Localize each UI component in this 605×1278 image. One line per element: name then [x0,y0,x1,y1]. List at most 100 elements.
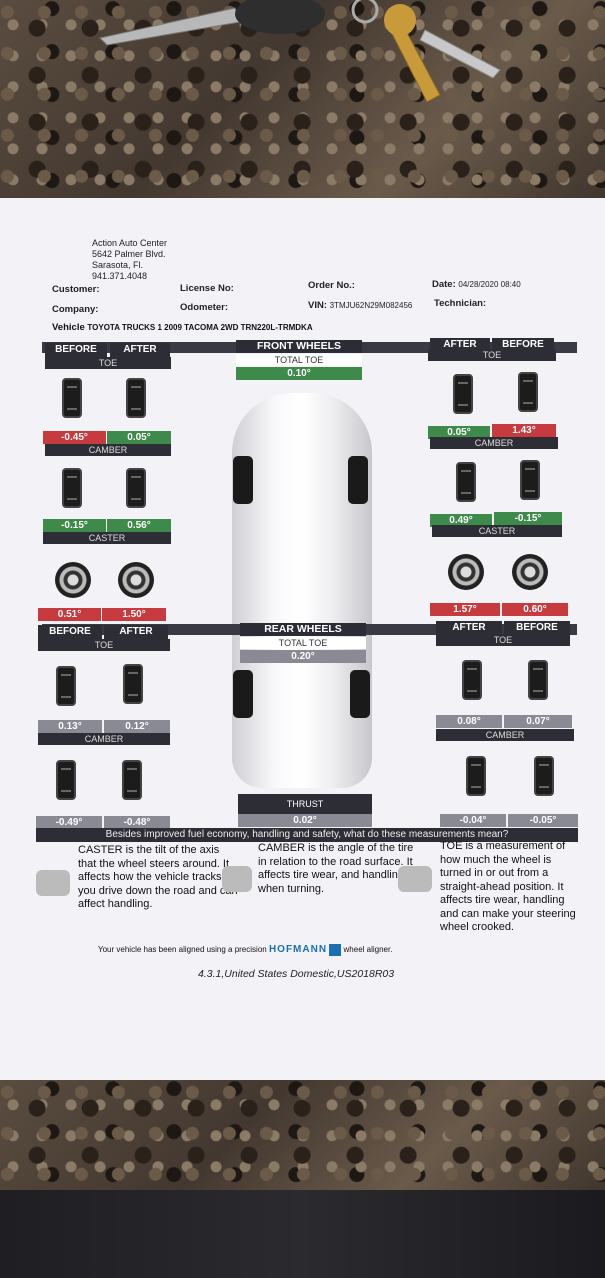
rear-right-camber-before: -0.05° [508,814,578,827]
front-left-camber-before: -0.15° [43,519,106,532]
tire-icon [520,460,540,500]
tire-icon [534,756,554,796]
tire-icon [453,374,473,414]
front-right-camber-after: 0.49° [430,514,492,527]
aligner-line: Your vehicle has been aligned using a pr… [98,944,392,956]
tire-icon [56,666,76,706]
rear-left-before-label: BEFORE [38,625,102,639]
thrust-label: THRUST [238,794,372,814]
hofmann-logo-icon [329,944,342,956]
front-right-camber-label: CAMBER [430,437,558,449]
tire-icon [122,760,142,800]
countertop-top [0,0,605,210]
aligner-suffix: wheel aligner. [343,945,393,955]
rear-right-toe-label: TOE [436,634,570,646]
rear-left-camber-after: -0.48° [104,816,170,829]
date-field: Date: 04/28/2020 08:40 [432,279,521,290]
caster-explanation: CASTER is the tilt of the axis that the … [78,844,238,910]
wheel-icon [448,554,484,590]
shop-city: Sarasota, Fl. [92,260,144,270]
toe-car-icon [398,866,432,892]
wheel-icon [55,562,91,598]
front-left-caster-label: CASTER [43,532,171,544]
rear-left-camber-before: -0.49° [36,816,102,829]
tire-icon [518,372,538,412]
question-bar: Besides improved fuel economy, handling … [36,828,578,842]
alignment-report: Action Auto Center 5642 Palmer Blvd. Sar… [0,198,605,1088]
countertop-bottom [0,1080,605,1200]
rear-right-camber-after: -0.04° [440,814,506,827]
date-label: Date: [432,279,456,290]
front-left-toe-before: -0.45° [43,431,106,444]
rear-total-toe-label: TOTAL TOE [240,637,366,649]
rear-wheels-title: REAR WHEELS [240,623,366,636]
company-label: Company: [52,304,99,315]
front-left-toe-label: TOE [45,357,171,369]
tire-icon [126,378,146,418]
front-left-camber-label: CAMBER [45,444,171,456]
front-right-toe-before: 1.43° [492,424,556,437]
customer-label: Customer: [52,284,100,295]
front-right-caster-before: 0.60° [502,603,568,616]
shop-address: 5642 Palmer Blvd. [92,249,166,259]
front-right-toe-label: TOE [428,349,556,361]
wheel-icon [118,562,154,598]
shop-phone: 941.371.4048 [92,271,148,281]
rear-right-before-label: BEFORE [504,621,570,635]
tire-icon [62,468,82,508]
keys-icon [99,0,501,103]
car-wheel-icon [233,456,253,504]
vehicle-value: TOYOTA TRUCKS 1 2009 TACOMA 2WD TRN220L-… [87,323,313,332]
shop-info: Action Auto Center 5642 Palmer Blvd. Sar… [92,238,167,282]
rear-left-toe-after: 0.12° [104,720,170,733]
vin-value: 3TMJU62N29M082456 [329,301,413,310]
rear-right-after-label: AFTER [436,621,502,635]
vin-label: VIN: [308,300,327,311]
tire-icon [123,664,143,704]
front-right-toe-after: 0.05° [428,426,490,439]
front-left-toe-after: 0.05° [107,431,171,444]
car-wheel-icon [350,670,370,718]
front-left-before-label: BEFORE [45,343,107,357]
rear-left-toe-before: 0.13° [38,720,102,733]
tire-icon [462,660,482,700]
rear-right-camber-label: CAMBER [436,729,574,741]
tire-icon [62,378,82,418]
caster-car-icon [36,870,70,896]
floor [0,1190,605,1278]
front-wheels-title: FRONT WHEELS [236,340,362,353]
camber-car-icon [222,866,252,892]
date-value: 04/28/2020 08:40 [458,280,521,289]
tire-icon [56,760,76,800]
aligner-prefix: Your vehicle has been aligned using a pr… [98,945,267,955]
toe-explanation: TOE is a measurement of how much the whe… [440,840,576,933]
rear-right-toe-before: 0.07° [504,715,572,728]
tire-icon [528,660,548,700]
wheel-icon [512,554,548,590]
front-right-camber-before: -0.15° [494,512,562,525]
vehicle-line: Vehicle TOYOTA TRUCKS 1 2009 TACOMA 2WD … [52,322,313,333]
tire-icon [466,756,486,796]
rear-left-camber-label: CAMBER [38,733,170,745]
front-right-after-label: AFTER [430,338,490,352]
thrust-value: 0.02° [238,814,372,827]
rear-left-after-label: AFTER [104,625,168,639]
odometer-label: Odometer: [180,302,229,313]
license-label: License No: [180,283,234,294]
shop-name: Action Auto Center [92,238,168,248]
front-left-camber-after: 0.56° [107,519,171,532]
car-wheel-icon [233,670,253,718]
order-label: Order No.: [308,280,355,291]
rear-total-toe-value: 0.20° [240,650,366,663]
rear-right-toe-after: 0.08° [436,715,502,728]
version-text: 4.3.1,United States Domestic,US2018R03 [198,968,395,980]
front-total-toe-value: 0.10° [236,367,362,380]
car-illustration [232,393,372,788]
car-wheel-icon [348,456,368,504]
front-right-before-label: BEFORE [492,338,554,352]
rear-left-toe-label: TOE [38,639,170,651]
tire-icon [126,468,146,508]
front-total-toe-label: TOTAL TOE [236,354,362,366]
front-right-caster-label: CASTER [432,525,562,537]
front-left-caster-before: 0.51° [38,608,101,621]
